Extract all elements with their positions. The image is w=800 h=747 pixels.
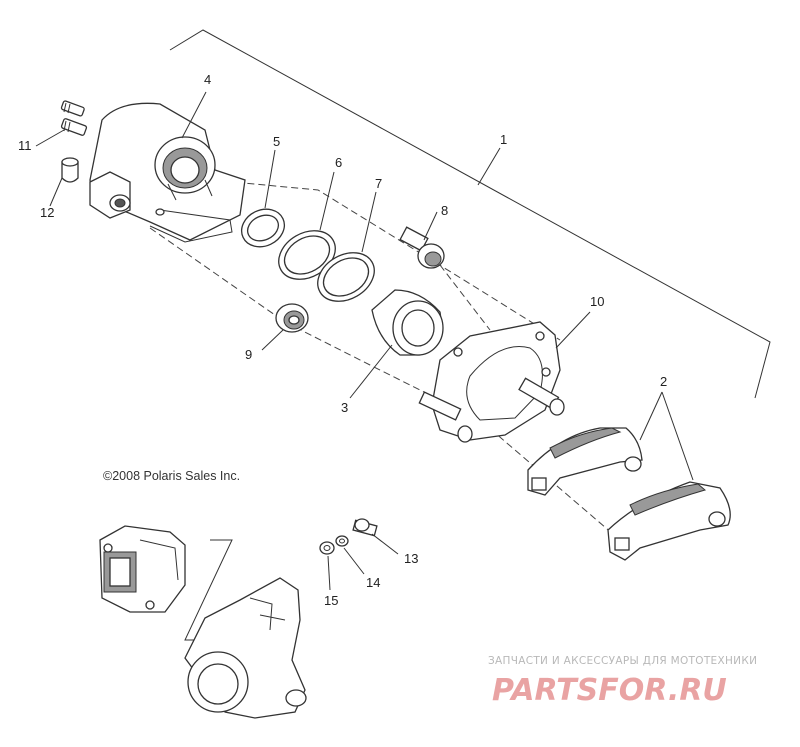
part-piston [371, 289, 444, 356]
assembly-bracket-line [169, 29, 771, 399]
callout-13: 13 [404, 551, 418, 566]
leader-lines [35, 91, 694, 591]
copyright-notice: ©2008 Polaris Sales Inc. [103, 469, 240, 483]
part-boot [275, 303, 309, 333]
callout-15: 15 [324, 593, 338, 608]
callout-2: 2 [660, 374, 667, 389]
part-o-ring-6 [278, 230, 336, 280]
inset-steering-knuckle [184, 577, 307, 719]
part-washer-14 [335, 535, 349, 547]
watermark-tagline: ЗАПЧАСТИ И АКСЕССУАРЫ ДЛЯ МОТОТЕХНИКИ [488, 655, 757, 667]
watermark-logo: PARTSFOR.RU [492, 673, 727, 708]
part-washer-15 [319, 541, 335, 555]
part-bolt-13 [352, 518, 378, 537]
callout-1: 1 [500, 132, 507, 147]
callout-5: 5 [273, 134, 280, 149]
callout-8: 8 [441, 203, 448, 218]
callout-9: 9 [245, 347, 252, 362]
part-caliper-body [89, 102, 246, 243]
callout-12: 12 [40, 205, 54, 220]
callout-10: 10 [590, 294, 604, 309]
part-bleeder-cap [61, 157, 79, 183]
callout-3: 3 [341, 400, 348, 415]
part-brake-pads [527, 427, 731, 561]
part-bleeder-screws [60, 100, 88, 136]
callout-11: 11 [18, 138, 32, 153]
explode-axis-lines [104, 169, 621, 541]
inset-assembled-caliper [99, 525, 186, 613]
callout-6: 6 [335, 155, 342, 170]
callout-7: 7 [375, 176, 382, 191]
part-guide-pin [399, 226, 445, 269]
callout-14: 14 [366, 575, 380, 590]
callout-4: 4 [204, 72, 211, 87]
part-o-ring-7 [317, 252, 375, 302]
inset-separator-line [184, 539, 233, 641]
part-mounting-bracket [418, 321, 565, 443]
part-seal-5 [241, 208, 285, 248]
